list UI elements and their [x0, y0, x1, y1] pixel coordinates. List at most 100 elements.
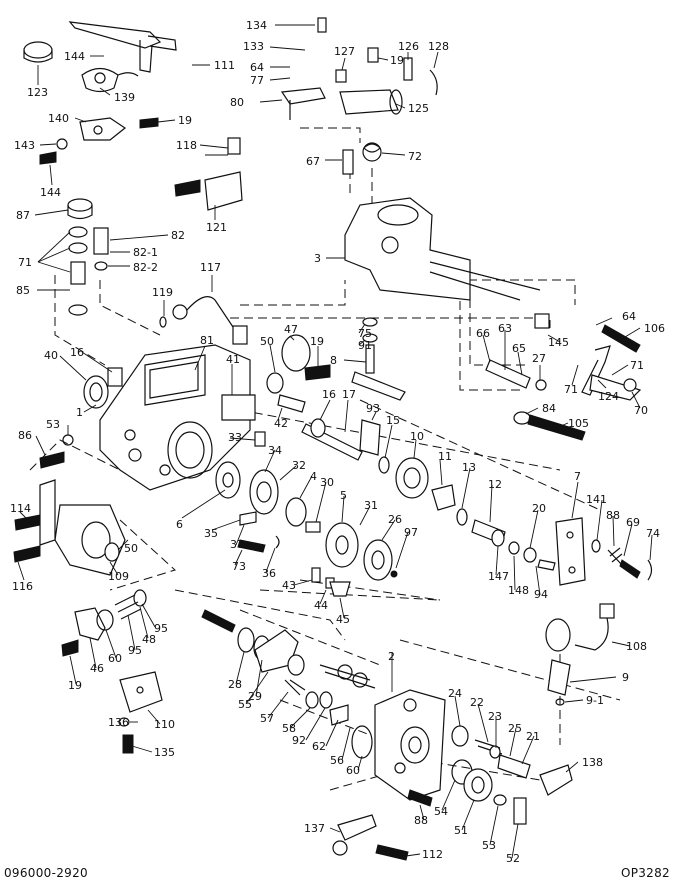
- callout-123: 123: [27, 86, 48, 99]
- callout-4: 4: [310, 470, 317, 483]
- callout-133: 133: [243, 40, 264, 53]
- callout-95: 95: [128, 644, 142, 657]
- callout-31: 31: [364, 499, 378, 512]
- feed-pump-10-shape: [395, 457, 429, 499]
- callout-63: 63: [498, 322, 512, 335]
- callout-82: 82: [171, 229, 185, 242]
- callout-108: 108: [626, 640, 647, 653]
- callout-136: 136: [108, 716, 129, 729]
- callout-97: 97: [404, 526, 418, 539]
- callout-138: 138: [582, 756, 603, 769]
- callout-93: 93: [366, 402, 380, 415]
- callout-54: 54: [434, 805, 448, 818]
- callout-72: 72: [408, 150, 422, 163]
- callout-117: 117: [200, 261, 221, 274]
- callout-28: 28: [228, 678, 242, 691]
- callout-81: 81: [200, 334, 214, 347]
- pump-housing-1-shape: [99, 344, 251, 491]
- callout-105: 105: [568, 417, 589, 430]
- callout-109: 109: [108, 570, 129, 583]
- sheet-code: OP3282: [620, 866, 670, 880]
- callout-67: 67: [306, 155, 320, 168]
- actuator-125-shape: [339, 89, 399, 115]
- callout-91: 91: [358, 339, 372, 352]
- callout-25: 25: [508, 722, 522, 735]
- callout-50: 50: [124, 542, 138, 555]
- callout-121: 121: [206, 221, 227, 234]
- callout-53: 53: [482, 839, 496, 852]
- callout-46: 46: [90, 662, 104, 675]
- bracket-110-shape: [119, 671, 163, 713]
- callout-114: 114: [10, 502, 31, 515]
- plate-121-shape: [204, 171, 243, 211]
- callout-19: 19: [390, 54, 404, 67]
- governor-housing-3-shape: [344, 197, 471, 301]
- callout-82-1: 82-1: [133, 246, 158, 259]
- callout-84: 84: [542, 402, 556, 415]
- callout-19: 19: [178, 114, 192, 127]
- callout-20: 20: [532, 502, 546, 515]
- callout-73: 73: [232, 560, 246, 573]
- callout-148: 148: [508, 584, 529, 597]
- callout-45: 45: [336, 613, 350, 626]
- callout-36: 36: [262, 567, 276, 580]
- bushing-123-shape: [23, 41, 53, 59]
- callout-88: 88: [414, 814, 428, 827]
- callout-147: 147: [488, 570, 509, 583]
- callout-32: 32: [292, 459, 306, 472]
- callout-33: 33: [228, 431, 242, 444]
- callout-106: 106: [644, 322, 665, 335]
- callout-95: 95: [154, 622, 168, 635]
- callout-139: 139: [114, 91, 135, 104]
- callout-12: 12: [488, 478, 502, 491]
- callout-16: 16: [70, 346, 84, 359]
- callout-94: 94: [534, 588, 548, 601]
- callout-70: 70: [634, 404, 648, 417]
- callout-111: 111: [214, 59, 235, 72]
- callout-75: 75: [358, 327, 372, 340]
- callout-82-2: 82-2: [133, 261, 158, 274]
- callout-21: 21: [526, 730, 540, 743]
- callout-26: 26: [388, 513, 402, 526]
- callout-134: 134: [246, 19, 267, 32]
- callout-23: 23: [488, 710, 502, 723]
- callout-144: 144: [64, 50, 85, 63]
- screw-118-shape: [227, 137, 241, 155]
- callout-35: 35: [204, 527, 218, 540]
- callout-40: 40: [44, 349, 58, 362]
- callout-9-1: 9-1: [586, 694, 604, 707]
- callout-135: 135: [154, 746, 175, 759]
- callout-69: 69: [626, 516, 640, 529]
- callout-17: 17: [342, 388, 356, 401]
- callout-43: 43: [282, 579, 296, 592]
- callout-137: 137: [304, 822, 325, 835]
- callout-119: 119: [152, 286, 173, 299]
- callout-22: 22: [470, 696, 484, 709]
- callout-145: 145: [548, 336, 569, 349]
- callout-128: 128: [428, 40, 449, 53]
- callout-41: 41: [226, 353, 240, 366]
- callout-58: 58: [282, 722, 296, 735]
- callout-13: 13: [462, 461, 476, 474]
- callout-29: 29: [248, 690, 262, 703]
- callout-2: 2: [388, 650, 395, 663]
- callout-3: 3: [314, 252, 321, 265]
- lever-arm-shape: [68, 21, 162, 49]
- callout-71: 71: [18, 256, 32, 269]
- callout-11: 11: [438, 450, 452, 463]
- callout-126: 126: [398, 40, 419, 53]
- callout-16: 16: [322, 388, 336, 401]
- leader-lines: [17, 24, 653, 859]
- plate-7-shape: [555, 517, 586, 586]
- callout-74: 74: [646, 527, 660, 540]
- part-outlines: [13, 17, 653, 861]
- callout-80: 80: [230, 96, 244, 109]
- callout-88: 88: [606, 509, 620, 522]
- callout-118: 118: [176, 139, 197, 152]
- callout-8: 8: [330, 354, 337, 367]
- callout-19: 19: [310, 335, 324, 348]
- callout-71: 71: [630, 359, 644, 372]
- callout-62: 62: [312, 740, 326, 753]
- drawing-number: 096000-2920: [4, 866, 88, 880]
